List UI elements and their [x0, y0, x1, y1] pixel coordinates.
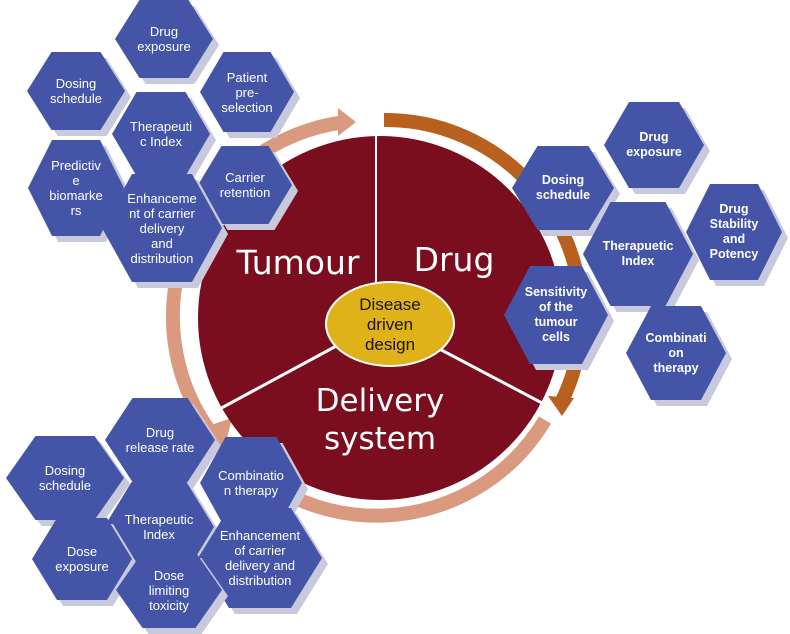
hex-drug-therapeutic-index: Therapuetic Index	[583, 202, 699, 312]
hex-label: Dose exposure	[55, 544, 109, 574]
center-ellipse	[325, 281, 455, 367]
hex-label: Drug exposure	[137, 24, 191, 54]
hex-label: Dosing schedule	[49, 76, 103, 106]
hex-label: Therapeutic Index	[124, 512, 194, 542]
hex-drug-sensitivity-tumour-cells: Sensitivity of the tumour cells	[504, 266, 614, 370]
hex-label: Drug release rate	[125, 425, 195, 455]
hex-label: Carrier retention	[219, 170, 271, 200]
hex-label: Therapuetic Index	[602, 239, 674, 268]
hex-label: Dose limiting toxicity	[148, 567, 190, 613]
hex-label: Dosing schedule	[38, 463, 92, 493]
hex-tumour-predictive-biomarkers: Predictiv e biomarke rs	[28, 140, 130, 242]
hex-tumour-dosing-schedule: Dosing schedule	[27, 52, 131, 136]
hex-delivery-dose-exposure: Dose exposure	[32, 518, 138, 606]
hex-label: Drug Stability and Potency	[709, 202, 759, 261]
hex-label: Enhancement of carrier delivery and dist…	[219, 528, 301, 588]
segment-label-tumour: Tumour	[236, 243, 360, 282]
hex-delivery-drug-release-rate: Drug release rate	[105, 398, 221, 488]
hex-tumour-drug-exposure: Drug exposure	[115, 0, 219, 84]
hex-tumour-patient-preselection: Patient pre- selection	[200, 52, 300, 138]
hex-delivery-dose-limiting-toxicity: Dose limiting toxicity	[116, 552, 228, 634]
hex-label: Therapeuti c Index	[129, 119, 193, 149]
hex-delivery-dosing-schedule: Dosing schedule	[6, 436, 130, 526]
hex-drug-dosing-schedule: Dosing schedule	[512, 146, 620, 236]
ring-arrowhead-delivery	[208, 418, 232, 442]
ring-arrowhead-tumour	[338, 108, 356, 136]
hex-label: Patient pre- selection	[221, 69, 273, 115]
hex-label: Sensitivity of the tumour cells	[524, 285, 588, 344]
divider-right	[429, 342, 543, 405]
ring-arrowhead-drug	[548, 396, 574, 416]
segment-label-drug: Drug	[413, 240, 495, 279]
hex-tumour-therapeutic-index: Therapeuti c Index	[112, 92, 216, 182]
hex-label: Dosing schedule	[535, 173, 591, 202]
hex-label: Predictiv e biomarke rs	[49, 158, 103, 218]
hex-drug-combination-therapy: Combinati on therapy	[626, 306, 732, 406]
hex-tumour-carrier-retention: Carrier retention	[198, 146, 298, 230]
hex-tumour-carrier-delivery: Enhanceme nt of carrier delivery and dis…	[102, 174, 228, 288]
center-label: Disease driven design	[359, 295, 421, 354]
segment-label-delivery: Delivery system	[315, 383, 445, 457]
hex-label: Drug exposure	[626, 130, 682, 159]
hex-label: Enhanceme nt of carrier delivery and dis…	[127, 190, 197, 266]
hex-label: Combinatio n therapy	[218, 468, 284, 498]
hex-drug-drug-exposure: Drug exposure	[604, 102, 710, 194]
divider-left	[213, 342, 341, 414]
hex-drug-stability-potency: Drug Stability and Potency	[686, 184, 788, 286]
hex-label: Combinati on therapy	[645, 330, 707, 375]
